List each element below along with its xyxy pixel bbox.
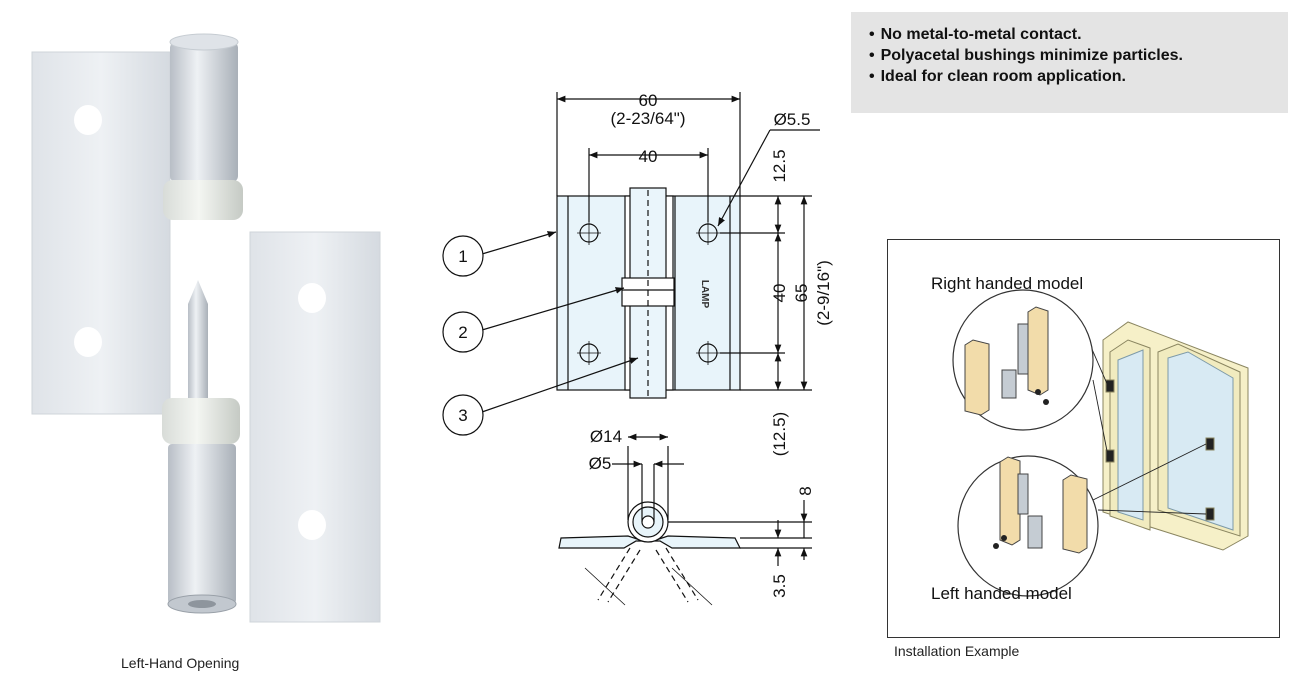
dim-knuckle-diameter: Ø14 — [590, 427, 622, 446]
lower-leaf — [162, 231, 381, 623]
dim-bottom-margin: (12.5) — [770, 412, 789, 456]
lower-bushing — [162, 398, 240, 444]
dim-width-inches: (2-23/64") — [610, 109, 685, 128]
dim-hole-diameter: Ø5.5 — [774, 110, 811, 129]
dim-height-inches: (2-9/16") — [814, 260, 833, 326]
technical-drawing: 60 (2-23/64") 40 Ø5.5 1 2 3 Ø14 Ø5 12.5 … — [442, 91, 833, 606]
left-handed-model-detail — [957, 455, 1099, 597]
dim-width: 60 — [639, 91, 658, 110]
balloon-3 — [442, 394, 484, 436]
right-handed-model-label: Right handed model — [931, 274, 1084, 293]
brand-mark: LAMP — [699, 280, 710, 309]
hinge-photo — [31, 33, 381, 623]
balloon-2 — [442, 311, 484, 353]
right-handed-model-detail — [952, 289, 1094, 431]
installation-caption: Installation Example — [894, 643, 1020, 659]
lower-leaf-hole-1 — [298, 283, 326, 313]
feature-box: No metal-to-metal contact. Polyacetal bu… — [851, 12, 1288, 113]
feature-item: Polyacetal bushings minimize particles. — [869, 45, 1288, 66]
dim-pin-diameter: Ø5 — [589, 454, 612, 473]
upper-leaf-hole-1 — [74, 105, 102, 135]
cabinet-illustration — [1102, 321, 1249, 551]
installation-example-frame: Right handed model Left handed model — [887, 239, 1280, 638]
lower-leaf-hole-2 — [298, 510, 326, 540]
dim-hole-spacing: 40 — [639, 147, 658, 166]
dim-thickness: 3.5 — [770, 574, 789, 598]
balloon-1 — [442, 235, 484, 277]
dim-top-margin: 12.5 — [770, 149, 789, 182]
feature-item: Ideal for clean room application. — [869, 66, 1288, 87]
balloon-3-label: 3 — [458, 406, 467, 425]
balloon-2-label: 2 — [458, 323, 467, 342]
feature-list: No metal-to-metal contact. Polyacetal bu… — [851, 12, 1288, 87]
feature-item: No metal-to-metal contact. — [869, 24, 1288, 45]
dim-height: 65 — [792, 284, 811, 303]
dim-knuckle-offset: 8 — [796, 486, 815, 495]
upper-leaf-hole-2 — [74, 327, 102, 357]
balloon-1-label: 1 — [458, 247, 467, 266]
hinge-pin — [188, 280, 208, 400]
installation-illustration — [952, 289, 1249, 597]
dim-vertical-spacing: 40 — [770, 284, 789, 303]
upper-bushing — [163, 180, 243, 220]
photo-caption: Left-Hand Opening — [121, 655, 240, 671]
hinge-end-view — [558, 501, 741, 606]
left-handed-model-label: Left handed model — [931, 584, 1072, 603]
upper-leaf — [31, 33, 243, 415]
